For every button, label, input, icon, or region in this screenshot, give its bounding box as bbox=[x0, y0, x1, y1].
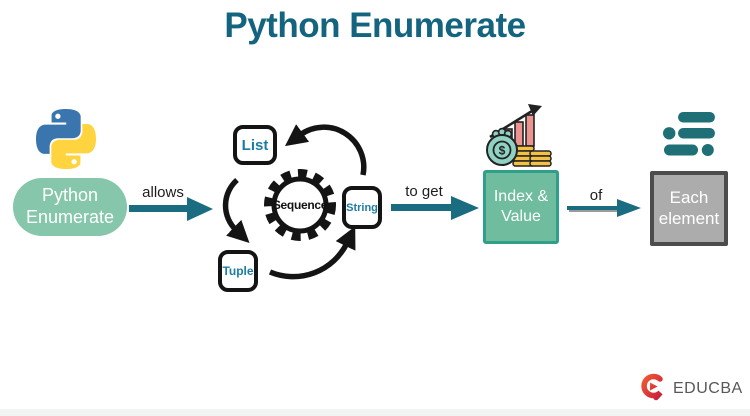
svg-text:$: $ bbox=[499, 144, 506, 158]
target-line1: Each bbox=[669, 187, 709, 207]
cycle-node-string: String bbox=[342, 186, 382, 229]
money-growth-chart-icon: $ bbox=[486, 103, 552, 172]
allows-label: allows bbox=[142, 184, 184, 201]
educba-e-icon bbox=[639, 371, 666, 407]
list-label: List bbox=[241, 136, 269, 154]
page-title: Python Enumerate bbox=[224, 6, 526, 45]
python-enumerate-pill: Python Enumerate bbox=[13, 178, 127, 236]
tuple-label: Tuple bbox=[222, 264, 254, 278]
of-label: of bbox=[589, 187, 603, 204]
each-element-box: Each element bbox=[650, 171, 728, 246]
sequence-cycle-diagram bbox=[200, 100, 410, 300]
string-label: String bbox=[346, 201, 378, 214]
pill-line2: Enumerate bbox=[25, 207, 115, 227]
educba-wordmark: EDUCBA bbox=[673, 380, 743, 397]
result-line2: Value bbox=[501, 208, 541, 225]
cycle-node-tuple: Tuple bbox=[218, 250, 258, 292]
result-line1: Index & bbox=[493, 188, 549, 205]
to-get-arrow bbox=[391, 195, 479, 226]
cycle-node-list: List bbox=[233, 125, 277, 165]
cycle-center-label: Sequence bbox=[272, 198, 328, 212]
bottom-divider bbox=[0, 409, 750, 416]
of-arrow bbox=[567, 198, 641, 223]
pill-line1: Python bbox=[41, 185, 99, 206]
allows-arrow bbox=[129, 196, 213, 227]
gear-icon bbox=[264, 169, 336, 241]
educba-logo: EDUCBA bbox=[639, 371, 743, 407]
to-get-label: to get bbox=[405, 183, 443, 200]
python-logo-icon bbox=[36, 106, 96, 172]
target-line2: element bbox=[658, 208, 720, 228]
list-items-icon bbox=[663, 111, 715, 163]
index-value-box: Index & Value bbox=[483, 170, 559, 244]
